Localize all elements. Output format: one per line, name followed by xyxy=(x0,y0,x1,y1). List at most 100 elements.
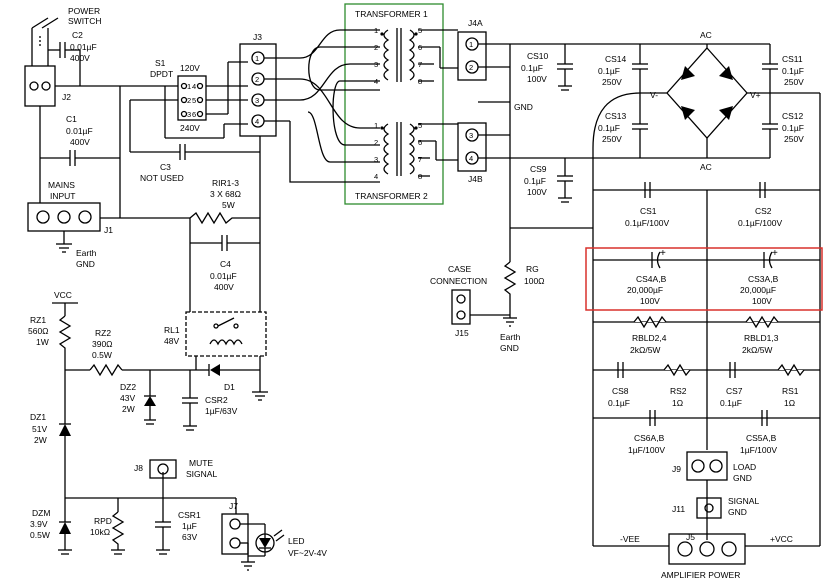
mute-label: SIGNAL xyxy=(186,469,217,479)
cs3-label: CS3A,B xyxy=(748,274,779,284)
tr2-pin: 4 xyxy=(374,172,378,181)
cs14-value: 0.1µF xyxy=(598,66,620,76)
rir-value: 3 X 68Ω xyxy=(210,189,241,199)
cs12-label: CS12 xyxy=(782,111,804,121)
c3-note: NOT USED xyxy=(140,173,184,183)
capacitor-cs6 xyxy=(649,410,656,426)
resistor-rz2 xyxy=(89,363,123,377)
connector-j1 xyxy=(27,202,101,232)
connector-j11 xyxy=(696,497,722,519)
tr2-pin: 1 xyxy=(374,121,378,130)
rbld13-label: RBLD1,3 xyxy=(744,333,779,343)
bulk-capacitor-highlight xyxy=(585,247,823,311)
cs13-label: CS13 xyxy=(605,111,627,121)
s1-type: DPDT xyxy=(150,69,173,79)
cs4-value: 100V xyxy=(640,296,660,306)
capacitor-cs7 xyxy=(729,362,736,378)
earth-gnd-label: Earth xyxy=(500,332,521,342)
rg-value: 100Ω xyxy=(524,276,545,286)
s1-pin: 5 xyxy=(192,96,196,105)
rz2-value: 0.5W xyxy=(92,350,112,360)
v-minus-label: V- xyxy=(650,90,658,100)
cs5-label: CS5A,B xyxy=(746,433,777,443)
j3-pin: 1 xyxy=(255,54,259,63)
cs9-value: 0.1µF xyxy=(524,176,546,186)
capacitor-c4 xyxy=(190,235,260,251)
power-switch-label: SWITCH xyxy=(68,16,102,26)
j4b-pin: 3 xyxy=(469,131,473,140)
capacitor-cs2 xyxy=(759,182,766,198)
cs3-value: 100V xyxy=(752,296,772,306)
rl1-label: RL1 xyxy=(164,325,180,335)
power-switch xyxy=(31,17,59,66)
tr2-pin: 2 xyxy=(374,138,378,147)
vcc-label: VCC xyxy=(54,290,72,300)
ground-icon xyxy=(241,561,255,571)
zener-dz1 xyxy=(59,370,71,498)
cs11-value: 250V xyxy=(784,77,804,87)
j4a-pin: 2 xyxy=(469,63,473,72)
j8-label: J8 xyxy=(134,463,143,473)
connector-j7 xyxy=(221,513,249,555)
resistor-rpd xyxy=(111,498,125,555)
j4a-label: J4A xyxy=(468,18,483,28)
cs10-value: 0.1µF xyxy=(521,63,543,73)
cs12-value: 250V xyxy=(784,134,804,144)
transformer1-label: TRANSFORMER 1 xyxy=(355,9,428,19)
cs10-value: 100V xyxy=(527,74,547,84)
amplifier-power-label: AMPLIFIER POWER xyxy=(661,570,740,580)
j15-label: J15 xyxy=(455,328,469,338)
s1-120v: 120V xyxy=(180,63,200,73)
cs4-plus: + xyxy=(660,248,666,259)
load-label: GND xyxy=(733,473,752,483)
ac-top-label: AC xyxy=(700,30,712,40)
signal-label: GND xyxy=(728,507,747,517)
cs8-value: 0.1µF xyxy=(608,398,630,408)
j4b-pin: 4 xyxy=(469,154,473,163)
capacitor-c3 xyxy=(129,99,260,160)
s1-pin: 2 xyxy=(187,96,191,105)
capacitor-cs4 xyxy=(651,251,661,269)
resistor-rz1 xyxy=(58,315,72,370)
s1-pin: 3 xyxy=(187,110,191,119)
rbld24-label: RBLD2,4 xyxy=(632,333,667,343)
dzm-value: 3.9V xyxy=(30,519,48,529)
led-label: LED xyxy=(288,536,305,546)
j4b-label: J4B xyxy=(468,174,483,184)
c4-value: 0.01µF xyxy=(210,271,237,281)
dz1-value: 51V xyxy=(32,424,47,434)
transformer2-label: TRANSFORMER 2 xyxy=(355,191,428,201)
dzm-label: DZM xyxy=(32,508,50,518)
j3-pin: 4 xyxy=(255,117,259,126)
mains-label: INPUT xyxy=(50,191,76,201)
capacitor-cs14 xyxy=(632,44,648,93)
connector-j2 xyxy=(24,65,56,107)
capacitor-csr2 xyxy=(182,370,198,431)
s1-240v: 240V xyxy=(180,123,200,133)
connector-j8 xyxy=(149,459,177,479)
capacitor-cs5 xyxy=(761,410,768,426)
cs6-value: 1µF/100V xyxy=(628,445,665,455)
load-label: LOAD xyxy=(733,462,756,472)
rg-label: RG xyxy=(526,264,539,274)
earth-ground-icon xyxy=(56,243,72,253)
transformer-box xyxy=(344,3,444,205)
c3-label: C3 xyxy=(160,162,171,172)
rbld24-value: 2kΩ/5W xyxy=(630,345,660,355)
signal-label: SIGNAL xyxy=(728,496,759,506)
rbld13-value: 2kΩ/5W xyxy=(742,345,772,355)
c4-value: 400V xyxy=(214,282,234,292)
secondary-wiring xyxy=(418,29,458,177)
power-switch-label: POWER xyxy=(68,6,100,16)
case-label: CONNECTION xyxy=(430,276,487,286)
cs3-value: 20,000µF xyxy=(740,285,776,295)
capacitor-cs3 xyxy=(763,251,773,269)
s1-pin: 6 xyxy=(192,110,196,119)
s1-pin: 1 xyxy=(187,82,191,91)
capacitor-cs12 xyxy=(762,93,778,158)
c2-value: 0.01µF xyxy=(70,42,97,52)
tr2-pin: 3 xyxy=(374,155,378,164)
cs8-label: CS8 xyxy=(612,386,629,396)
csr1-value: 1µF xyxy=(182,521,197,531)
resistor-rg xyxy=(503,248,517,327)
